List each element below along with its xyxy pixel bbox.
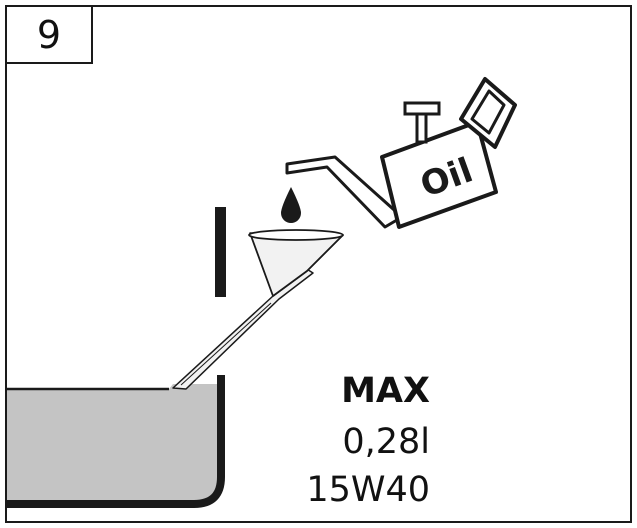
oil-can-icon: Oil	[285, 77, 517, 229]
filler-neck-wall	[215, 207, 226, 297]
instruction-panel: 9	[5, 5, 632, 523]
max-label: MAX	[341, 371, 430, 411]
oil-drop-icon	[281, 187, 301, 223]
crankcase-icon	[7, 375, 225, 508]
oil-fill-illustration: Oil	[7, 77, 517, 508]
oil-volume: 0,28l	[342, 422, 430, 462]
step-number-badge: 9	[7, 7, 93, 64]
oil-grade: 15W40	[306, 470, 430, 510]
funnel-icon	[172, 229, 344, 390]
step-number: 9	[36, 12, 62, 57]
